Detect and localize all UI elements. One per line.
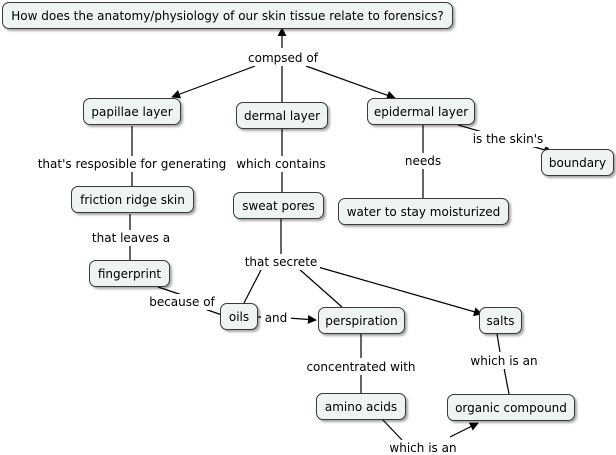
link-line-and-perspiration xyxy=(287,314,317,324)
link-line-whichis-organic xyxy=(503,367,510,395)
node-epidermal-layer[interactable]: epidermal layer xyxy=(367,98,475,125)
link-label-responsible-for: that's resposible for generating xyxy=(34,156,230,172)
node-papillae-layer[interactable]: papillae layer xyxy=(83,98,181,125)
node-dermal-layer[interactable]: dermal layer xyxy=(236,102,328,129)
link-line-secrete-salts xyxy=(317,266,483,317)
node-water-moisturized[interactable]: water to stay moisturized xyxy=(338,198,509,225)
node-salts[interactable]: salts xyxy=(479,307,522,334)
node-organic-compound[interactable]: organic compound xyxy=(447,394,575,421)
link-line-compsed-of-epidermal xyxy=(305,65,396,100)
node-friction-ridge-skin[interactable]: friction ridge skin xyxy=(71,186,194,213)
link-line-whichis-organic-2 xyxy=(449,422,479,438)
node-question[interactable]: How does the anatomy/physiology of our s… xyxy=(2,2,453,29)
node-fingerprint[interactable]: fingerprint xyxy=(89,260,170,287)
node-amino-acids[interactable]: amino acids xyxy=(316,393,406,420)
node-perspiration[interactable]: perspiration xyxy=(318,307,405,334)
link-line-amino-whichis xyxy=(381,418,403,441)
link-label-concentrated-with: concentrated with xyxy=(303,359,419,375)
link-label-and: and xyxy=(261,310,291,326)
link-line-secrete-perspiration xyxy=(297,267,343,308)
node-sweat-pores[interactable]: sweat pores xyxy=(233,192,324,219)
link-label-that-leaves-a: that leaves a xyxy=(88,230,174,246)
link-label-needs: needs xyxy=(400,153,446,169)
link-line-secrete-oils xyxy=(243,267,263,304)
node-boundary[interactable]: boundary xyxy=(541,149,614,176)
link-label-that-secrete: that secrete xyxy=(242,254,320,270)
link-label-which-is-an-amino: which is an xyxy=(386,440,460,455)
link-label-which-is-an-salts: which is an xyxy=(467,353,541,369)
link-label-which-contains: which contains xyxy=(233,156,329,172)
link-label-compsed-of: compsed of xyxy=(244,50,322,66)
link-label-is-the-skins: is the skin's xyxy=(468,131,548,147)
link-line-compsed-of-papillae xyxy=(171,65,256,99)
link-label-because-of: because of xyxy=(146,294,218,310)
node-oils[interactable]: oils xyxy=(220,303,258,330)
link-line-salts-whichis xyxy=(496,333,501,353)
